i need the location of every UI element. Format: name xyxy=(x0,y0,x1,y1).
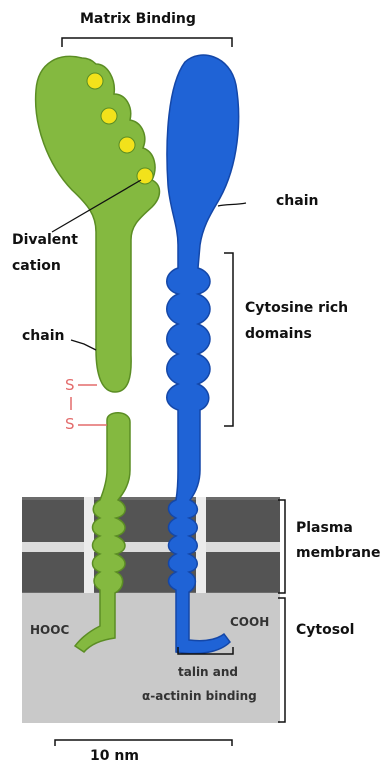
disulfide-s-top: S xyxy=(65,376,75,394)
disulfide-bonds xyxy=(71,385,107,425)
membrane-inner-leaflet xyxy=(22,552,280,592)
disulfide-s-bottom: S xyxy=(65,415,75,433)
cytosine-rich-label-1: Cytosine rich xyxy=(245,300,348,317)
cytosine-bracket xyxy=(224,253,233,426)
membrane-outer-leaflet xyxy=(22,500,280,542)
cation-2 xyxy=(101,108,117,124)
blue-chain-label: chain xyxy=(276,193,318,210)
cation-3 xyxy=(119,137,135,153)
cytosine-rich-label-2: domains xyxy=(245,326,312,343)
hooc-label: HOOC xyxy=(30,622,69,639)
matrix-binding-bracket xyxy=(62,38,232,47)
matrix-binding-label: Matrix Binding xyxy=(80,11,196,28)
divalent-cation-label-2: cation xyxy=(12,258,61,275)
cooh-label: COOH xyxy=(230,614,269,631)
plasma-membrane-label-1: Plasma xyxy=(296,520,353,537)
scale-bar xyxy=(55,740,232,746)
talin-label-2: α-actinin binding xyxy=(142,688,257,705)
membrane-gap xyxy=(22,542,280,552)
cytosol-label: Cytosol xyxy=(296,622,354,639)
cation-1 xyxy=(87,73,103,89)
divalent-cation-label-1: Divalent xyxy=(12,232,78,249)
green-chain-label: chain xyxy=(22,328,64,345)
talin-label-1: talin and xyxy=(178,664,238,681)
scale-label: 10 nm xyxy=(90,748,139,765)
plasma-membrane-label-2: membrane xyxy=(296,545,380,562)
